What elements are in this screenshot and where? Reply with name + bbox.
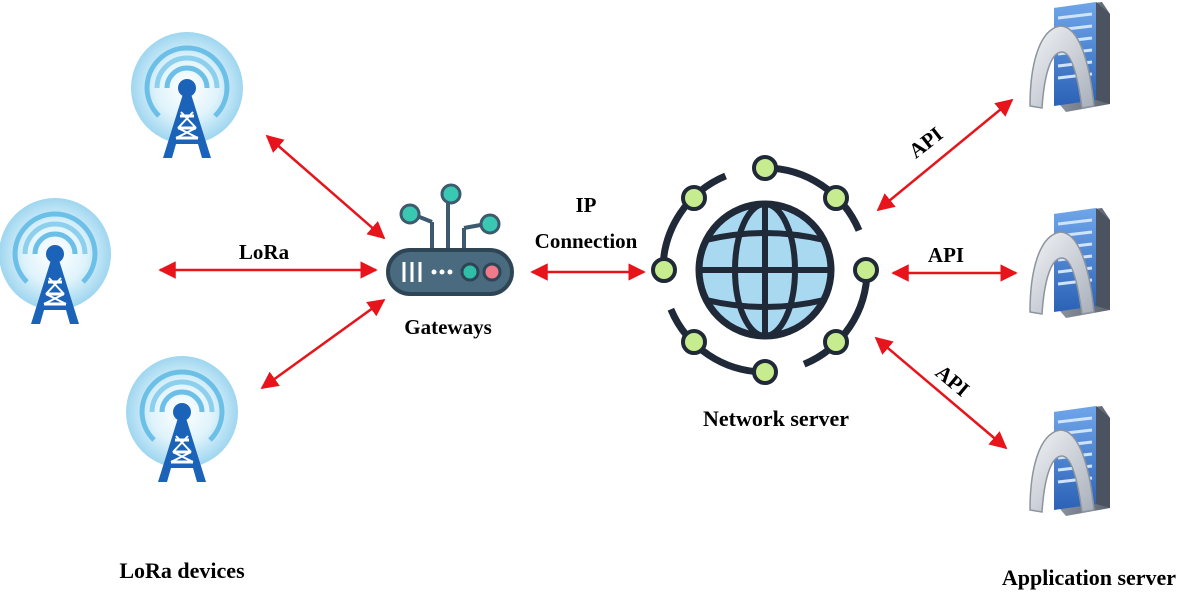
- application-server-top: [1028, 0, 1112, 114]
- api-label-bottom: API: [931, 360, 974, 402]
- server-icon: [1028, 206, 1112, 320]
- lora-label: LoRa: [239, 240, 290, 264]
- arrows: [158, 98, 1018, 450]
- application-server-middle: [1028, 206, 1112, 320]
- server-icon: [1028, 404, 1112, 518]
- arrow-device-bottom-gateway: [260, 298, 386, 390]
- arrow-network-app-bottom: [874, 336, 1008, 450]
- server-icon: [1028, 0, 1112, 114]
- application-server-bottom: [1028, 404, 1112, 518]
- connection-label: Connection: [535, 229, 638, 253]
- lora-device-middle: [0, 198, 111, 324]
- api-label-middle: API: [928, 243, 964, 267]
- globe-network-icon: [651, 155, 879, 385]
- arrow-network-app-top: [876, 98, 1014, 212]
- radio-tower-icon: [126, 356, 238, 482]
- lora-device-top: [131, 32, 243, 158]
- lora-devices-label: LoRa devices: [119, 558, 245, 583]
- network-server-label: Network server: [703, 406, 849, 431]
- arrow-device-top-gateway: [265, 134, 386, 240]
- gateways-label: Gateways: [404, 315, 492, 339]
- radio-tower-icon: [131, 32, 243, 158]
- router-icon: [386, 183, 514, 296]
- ip-label: IP: [576, 193, 597, 217]
- application-server-label: Application server: [1002, 565, 1176, 590]
- lora-device-bottom: [126, 356, 238, 482]
- radio-tower-icon: [0, 198, 111, 324]
